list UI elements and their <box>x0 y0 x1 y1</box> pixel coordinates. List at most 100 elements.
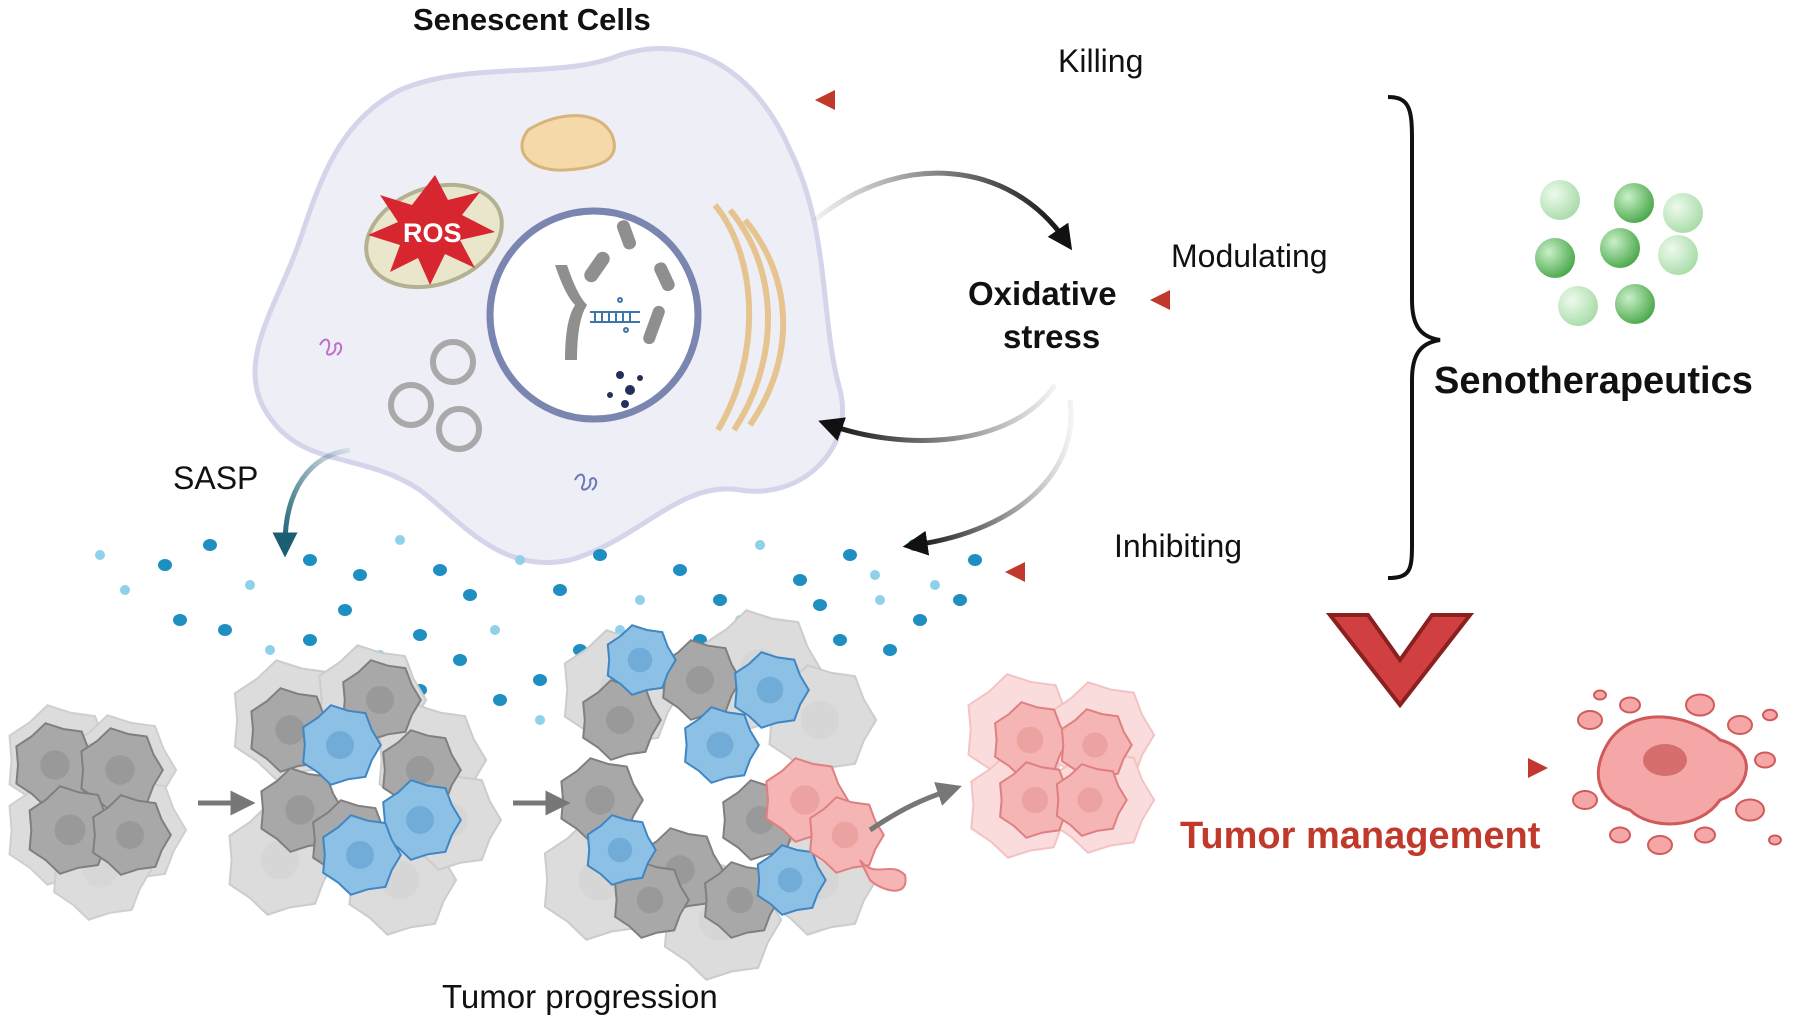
tumor-cell <box>999 761 1075 839</box>
sasp-dot <box>968 554 982 566</box>
sasp-dot <box>303 554 317 566</box>
tumor-fragment <box>1619 696 1641 714</box>
tumor-cell-nucleus <box>800 700 840 740</box>
tumor-cell-nucleus <box>406 756 434 784</box>
tumor-cell-nucleus <box>790 785 820 815</box>
metastasis-arrow <box>868 782 962 833</box>
tumor-cell-nucleus <box>116 821 144 849</box>
drug-ball <box>1615 284 1655 324</box>
sasp-dot <box>433 564 447 576</box>
tumor-cell-nucleus <box>585 785 615 815</box>
tumor-fragment <box>1577 710 1603 730</box>
label-stress: stress <box>1003 318 1101 355</box>
sasp-dot <box>535 715 545 725</box>
label-sasp: SASP <box>173 460 259 496</box>
tumor-cell-nucleus <box>636 886 664 914</box>
sasp-dot <box>813 599 827 611</box>
sasp-dot <box>338 604 352 616</box>
tumor-cell <box>606 624 677 696</box>
label-senotherapeutics: Senotherapeutics <box>1434 360 1753 402</box>
tumor-cell <box>322 814 402 896</box>
drug-ball <box>1663 193 1703 233</box>
sasp-dot <box>463 589 477 601</box>
sasp-dot <box>515 555 525 565</box>
sasp-dot <box>265 645 275 655</box>
tumor-fragment <box>1735 798 1765 822</box>
senotherapeutics-brace <box>1387 95 1441 580</box>
dying-tumor-nucleus <box>1643 744 1687 776</box>
drug-ball <box>1658 235 1698 275</box>
tumor-cell <box>756 844 827 916</box>
sasp-dot <box>120 585 130 595</box>
tumor-cell-nucleus <box>756 676 784 704</box>
sasp-dot <box>453 654 467 666</box>
sasp-dot <box>755 540 765 550</box>
cell-to-stress-arrow <box>813 170 1073 251</box>
title-senescent-cells: Senescent Cells <box>413 2 651 37</box>
sasp-dot <box>395 535 405 545</box>
tumor-fragment <box>1727 715 1753 735</box>
sasp-dot <box>713 594 727 606</box>
tumor-cell <box>614 861 690 939</box>
tumor-cell-nucleus <box>1016 726 1044 754</box>
sasp-dot <box>245 580 255 590</box>
label-inhibiting: Inhibiting <box>1114 528 1243 564</box>
tumor-cell-nucleus <box>285 795 315 825</box>
tumor-cell-nucleus <box>706 731 734 759</box>
sasp-dot <box>413 629 427 641</box>
ribosome-icon <box>574 473 598 491</box>
dying-tumor-icon <box>1572 689 1782 855</box>
sasp-dot <box>875 595 885 605</box>
chromosome-icon <box>555 220 675 360</box>
sasp-dot <box>953 594 967 606</box>
drug-ball <box>1540 180 1580 220</box>
invading-cell <box>859 859 907 892</box>
sasp-dot <box>173 614 187 626</box>
tumor-cell-nucleus <box>1021 786 1049 814</box>
drug-ball <box>1600 228 1640 268</box>
sasp-dot <box>615 625 625 635</box>
tumor-fragment <box>1768 834 1782 846</box>
tumor-cell-nucleus <box>406 806 434 834</box>
tumor-cell-nucleus <box>346 841 374 869</box>
tumor-fragment <box>1609 826 1631 844</box>
sasp-dot <box>883 644 897 656</box>
tumor-fragment <box>1647 835 1673 855</box>
sasp-dot <box>353 569 367 581</box>
label-killing: Killing <box>1058 43 1144 79</box>
sasp-dot <box>533 674 547 686</box>
vesicle-icon <box>388 339 482 452</box>
tumor-cell-nucleus <box>777 867 803 893</box>
tumor-cell-nucleus <box>686 666 714 694</box>
stress-to-sasp-arrow <box>902 399 1074 556</box>
tumor-cell <box>684 706 760 784</box>
tumor-cell <box>92 794 172 876</box>
tumor-cell <box>302 704 382 786</box>
tumor-fragment <box>1694 826 1716 844</box>
sasp-dot <box>593 549 607 561</box>
label-ros: ROS <box>403 218 462 248</box>
tumor-cell-nucleus <box>105 755 135 785</box>
stress-to-cell-arrow <box>818 383 1058 443</box>
tumor-cell-nucleus <box>1077 787 1103 813</box>
senescent-cell <box>252 45 845 565</box>
golgi-icon <box>712 203 787 432</box>
lipid-droplet-icon <box>520 114 616 172</box>
dna-icon <box>590 297 640 333</box>
label-tumor-progression: Tumor progression <box>442 978 718 1015</box>
sasp-dot <box>930 580 940 590</box>
drug-ball <box>1614 183 1654 223</box>
ribosome-icon <box>319 338 343 356</box>
senotherapeutic-drugs-icon <box>1535 180 1703 326</box>
sasp-dot <box>673 564 687 576</box>
tumor-cell <box>1055 763 1128 837</box>
sasp-dot <box>490 625 500 635</box>
sasp-dot <box>843 549 857 561</box>
sasp-dot <box>218 624 232 636</box>
label-tumor-management: Tumor management <box>1180 815 1541 857</box>
tumor-cell <box>382 779 462 861</box>
tumor-cell-nucleus <box>831 821 859 849</box>
sasp-dot <box>158 559 172 571</box>
sasp-dot <box>95 550 105 560</box>
